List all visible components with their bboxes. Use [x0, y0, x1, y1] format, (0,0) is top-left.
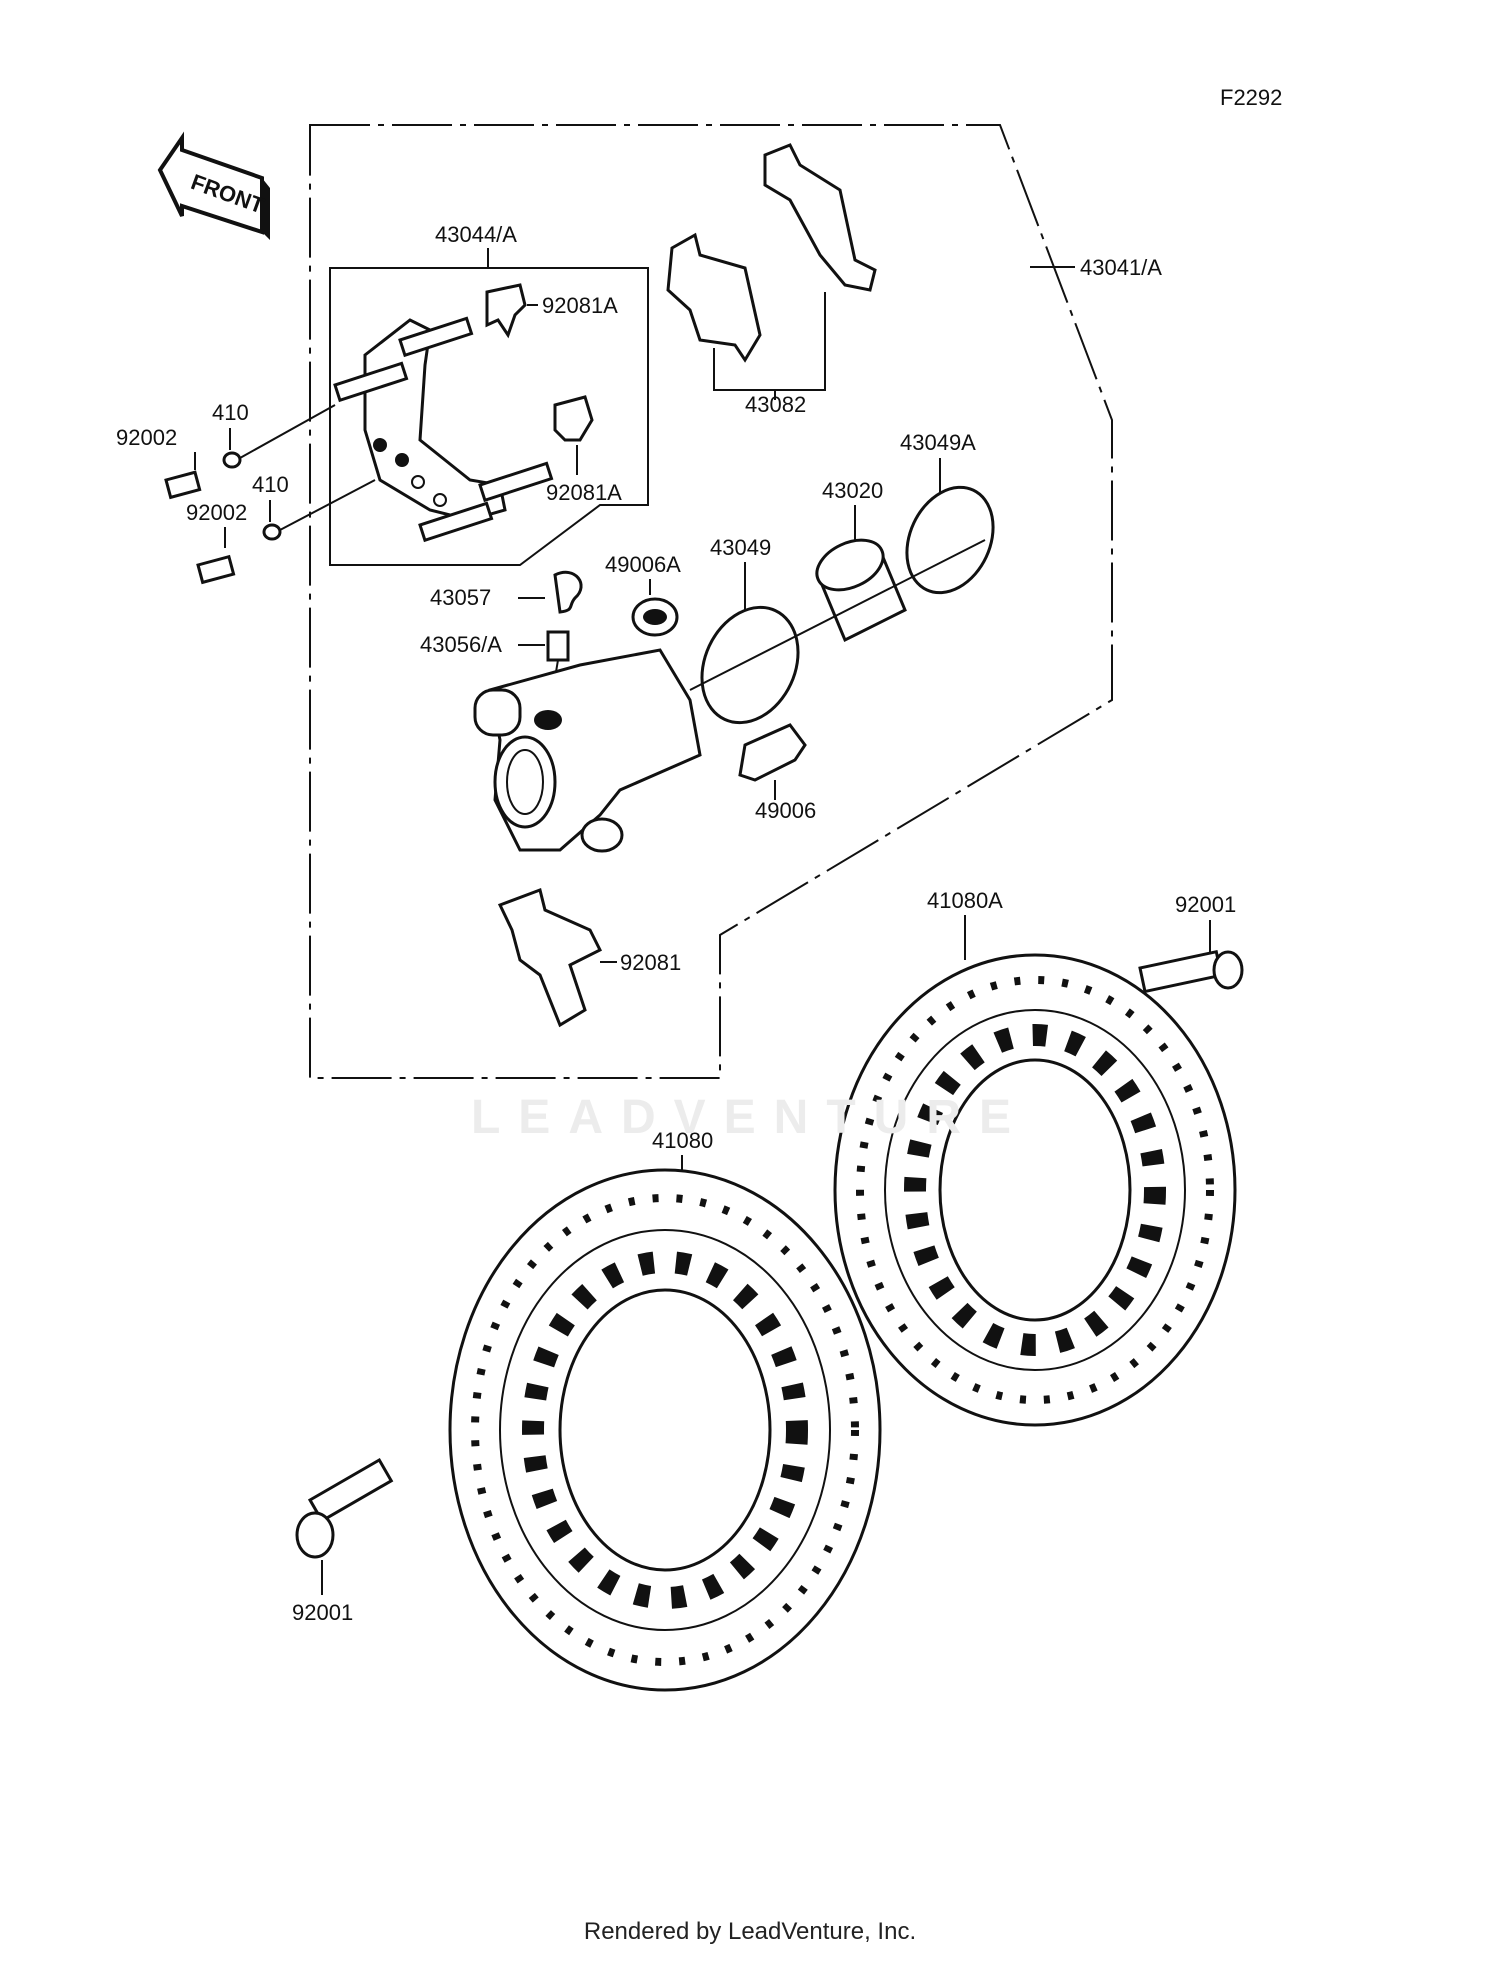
- front-arrow-icon: FRONT: [157, 131, 270, 240]
- figure-id: F2292: [1220, 85, 1282, 110]
- spring-92081: [497, 888, 603, 1028]
- callout-43020: 43020: [822, 478, 883, 503]
- bolt-92001-right: [1138, 950, 1244, 994]
- bolt-92001-left: [295, 1457, 394, 1559]
- caliper-bracket: [333, 316, 554, 543]
- callout-92001-left: 92001: [292, 1600, 353, 1625]
- caliper-body: [473, 648, 702, 853]
- boot-49006A: [631, 597, 679, 637]
- axis-line-bottom: [279, 479, 376, 531]
- bolt-92002-top: [164, 470, 202, 500]
- clip-92081A-top: [485, 283, 527, 339]
- callout-410-top: 410: [212, 400, 249, 425]
- callout-41080A: 41080A: [927, 888, 1003, 913]
- callout-92002-top: 92002: [116, 425, 177, 450]
- washer-410-top: [222, 451, 242, 469]
- washer-410-bottom: [262, 523, 282, 541]
- callout-43044: 43044/A: [435, 222, 517, 247]
- brake-disc-41080A: [833, 953, 1237, 1427]
- callout-43082: 43082: [745, 392, 806, 417]
- watermark: LEADVENTURE: [470, 1091, 1030, 1144]
- callout-43041: 43041/A: [1080, 255, 1162, 280]
- caliper-assembly-outline: [309, 124, 1113, 1079]
- callout-43056: 43056/A: [420, 632, 502, 657]
- bolt-92002-bottom: [196, 554, 236, 585]
- leader-43082-bracket: [713, 292, 826, 391]
- clip-92081A-bottom: [553, 395, 594, 442]
- piston-43020: [815, 538, 907, 643]
- seal-43049: [700, 605, 800, 725]
- callout-41080: 41080: [652, 1128, 713, 1153]
- callout-92002-bottom: 92002: [186, 500, 247, 525]
- brake-pad-rear: [763, 143, 877, 292]
- callout-43049: 43049: [710, 535, 771, 560]
- bleeder-cap-43057: [553, 570, 583, 614]
- footer-credit: Rendered by LeadVenture, Inc.: [583, 1918, 917, 1945]
- callout-43057: 43057: [430, 585, 491, 610]
- piston-axis-line: [689, 539, 986, 691]
- callout-92081A-top: 92081A: [542, 293, 618, 318]
- bracket-assembly-outline: [329, 267, 649, 566]
- brake-disc-41080: [448, 1168, 882, 1692]
- callout-49006A: 49006A: [605, 552, 681, 577]
- callout-410-bottom: 410: [252, 472, 289, 497]
- callout-92081A-bottom: 92081A: [546, 480, 622, 505]
- callout-92001-right: 92001: [1175, 892, 1236, 917]
- callout-92081: 92081: [620, 950, 681, 975]
- brake-pad-front: [666, 232, 762, 363]
- axis-line-top: [239, 404, 336, 459]
- callout-43049A: 43049A: [900, 430, 976, 455]
- seal-43049A: [905, 485, 995, 595]
- slide-pin-49006: [738, 723, 807, 782]
- callout-49006: 49006: [755, 798, 816, 823]
